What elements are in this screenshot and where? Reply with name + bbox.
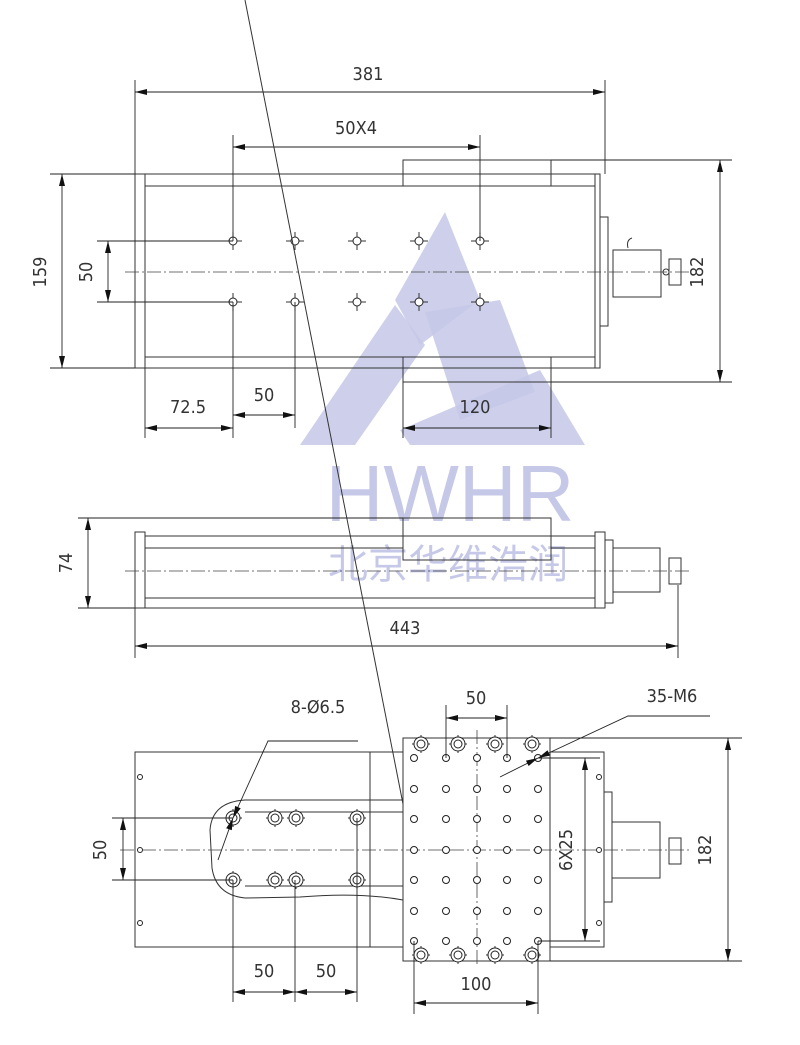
dim-hole-pitch-pattern: 50X4 xyxy=(335,118,377,139)
hole xyxy=(410,876,418,884)
hole xyxy=(137,774,143,780)
hole xyxy=(486,946,504,964)
hole xyxy=(287,871,305,889)
hole xyxy=(473,907,481,915)
hole xyxy=(137,847,143,853)
motor xyxy=(599,216,682,327)
hole xyxy=(473,815,481,823)
dim-slot-pitch-top: 50 xyxy=(466,688,487,709)
hole xyxy=(410,815,418,823)
dim-row-spacing: 50 xyxy=(76,262,97,283)
top-view: 381 50X4 159 50 182 72.5 50 120 xyxy=(30,64,732,438)
watermark-company: 北京华维浩润 xyxy=(328,543,568,587)
dim-height: 74 xyxy=(56,553,77,574)
mounting-holes xyxy=(224,232,489,311)
hole xyxy=(410,785,418,793)
hole xyxy=(137,920,143,926)
hole xyxy=(534,815,542,823)
bottom-view: 50 35-M6 8-Ø6.5 50 6X25 182 50 50 100 xyxy=(90,0,742,1014)
hole xyxy=(348,293,366,311)
hole xyxy=(503,876,511,884)
hole xyxy=(503,846,511,854)
hole xyxy=(473,754,481,762)
hole xyxy=(410,232,428,250)
hole xyxy=(503,937,511,945)
hole xyxy=(534,907,542,915)
hole xyxy=(410,293,428,311)
dim-slot-pitch-1: 50 xyxy=(254,961,275,982)
hole xyxy=(442,876,450,884)
hole xyxy=(596,774,602,780)
hole xyxy=(410,754,418,762)
hole xyxy=(442,785,450,793)
dim-carriage-length: 120 xyxy=(460,397,491,418)
hole xyxy=(442,846,450,854)
dim-overall-length: 381 xyxy=(353,64,384,85)
watermark-brand: HWHR xyxy=(326,449,575,538)
hole xyxy=(473,846,481,854)
hole xyxy=(523,735,541,753)
hole xyxy=(442,937,450,945)
dim-grid-span: 100 xyxy=(461,974,492,995)
hole xyxy=(534,876,542,884)
hole xyxy=(412,946,430,964)
hole xyxy=(523,946,541,964)
hole xyxy=(534,785,542,793)
hole xyxy=(442,907,450,915)
hole xyxy=(266,809,284,827)
hole xyxy=(410,907,418,915)
hole xyxy=(503,785,511,793)
dim-grid-pitch: 6X25 xyxy=(556,829,577,871)
hole xyxy=(266,871,284,889)
hole xyxy=(473,876,481,884)
hole xyxy=(449,946,467,964)
watermark-logo: HWHR 北京华维浩润 xyxy=(300,212,585,587)
hole xyxy=(412,735,430,753)
hole xyxy=(534,846,542,854)
hole xyxy=(503,907,511,915)
dim-slot-pitch-2: 50 xyxy=(316,961,337,982)
hole xyxy=(596,847,602,853)
dim-total-length: 443 xyxy=(390,618,421,639)
hole xyxy=(286,232,304,250)
dim-total-width: 182 xyxy=(687,257,708,288)
hole xyxy=(287,809,305,827)
label-mount-holes: 8-Ø6.5 xyxy=(291,697,346,718)
hole xyxy=(471,293,489,311)
dim-body-width: 159 xyxy=(30,257,51,288)
hole xyxy=(473,785,481,793)
hole xyxy=(596,920,602,926)
tapped-hole-grid xyxy=(137,735,602,964)
hole xyxy=(449,735,467,753)
hole xyxy=(348,232,366,250)
dim-hole-pitch: 50 xyxy=(254,385,275,406)
label-tapped-holes: 35-M6 xyxy=(647,686,698,707)
hole xyxy=(410,846,418,854)
hole xyxy=(442,815,450,823)
side-view: 74 443 xyxy=(56,517,690,658)
dim-bottom-total-width: 182 xyxy=(695,835,716,866)
hole xyxy=(503,815,511,823)
dim-left-offset: 72.5 xyxy=(170,397,206,418)
hole xyxy=(486,735,504,753)
dim-bottom-row-spacing: 50 xyxy=(90,840,111,861)
hole xyxy=(473,937,481,945)
